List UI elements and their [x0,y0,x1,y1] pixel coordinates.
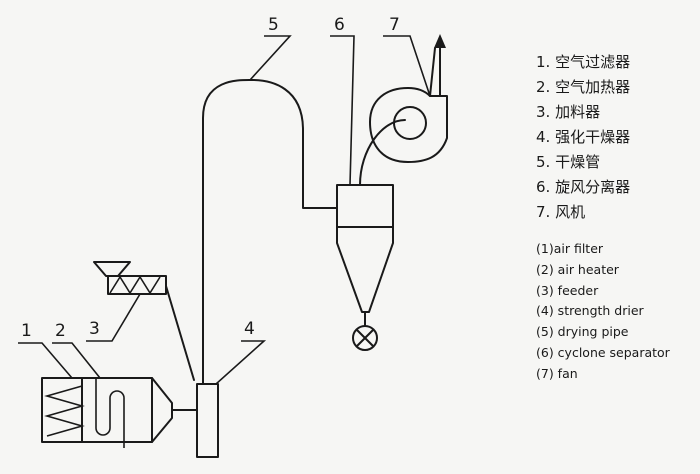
drying-pipe [202,78,338,385]
air-heater [81,377,153,448]
callout-number: 3 [89,319,100,339]
fan [369,34,448,163]
callout-number: 6 [334,15,345,35]
legend-item: (3) feeder [536,282,599,298]
legend-item: (7) fan [536,365,578,381]
callout-number: 4 [244,319,255,339]
legend-item: 4. 强化干燥器 [536,128,631,146]
legend-item: 2. 空气加热器 [536,78,631,96]
callout-number: 2 [55,321,66,341]
legend-item: 7. 风机 [536,203,586,221]
legend-item: 5. 干燥管 [536,153,601,171]
legend-item: (1)air filter [536,241,604,256]
legend-english: (1)air filter (2) air heater (3) feeder … [536,239,700,385]
strength-drier [196,383,219,458]
legend-item: (6) cyclone separator [536,344,670,360]
exhaust-arrow-icon [434,34,446,48]
feeder [93,261,195,381]
legend-item: (4) strength drier [536,303,644,319]
legend-chinese: 1. 空气过滤器 2. 空气加热器 3. 加料器 4. 强化干燥器 5. 干燥管… [536,50,700,225]
callout-leaders [18,35,431,385]
callout-number: 1 [21,321,32,341]
legend: 1. 空气过滤器 2. 空气加热器 3. 加料器 4. 强化干燥器 5. 干燥管… [536,50,700,385]
legend-item: (2) air heater [536,261,619,277]
legend-item: 3. 加料器 [536,103,601,121]
heater-outlet [151,377,198,443]
callout-number: 5 [268,15,279,35]
legend-item: 6. 旋风分离器 [536,178,631,196]
callout-number: 7 [389,15,400,35]
cyclone-separator [336,119,406,351]
legend-item: 1. 空气过滤器 [536,53,631,71]
air-filter [41,377,85,443]
legend-item: (5) drying pipe [536,324,629,340]
